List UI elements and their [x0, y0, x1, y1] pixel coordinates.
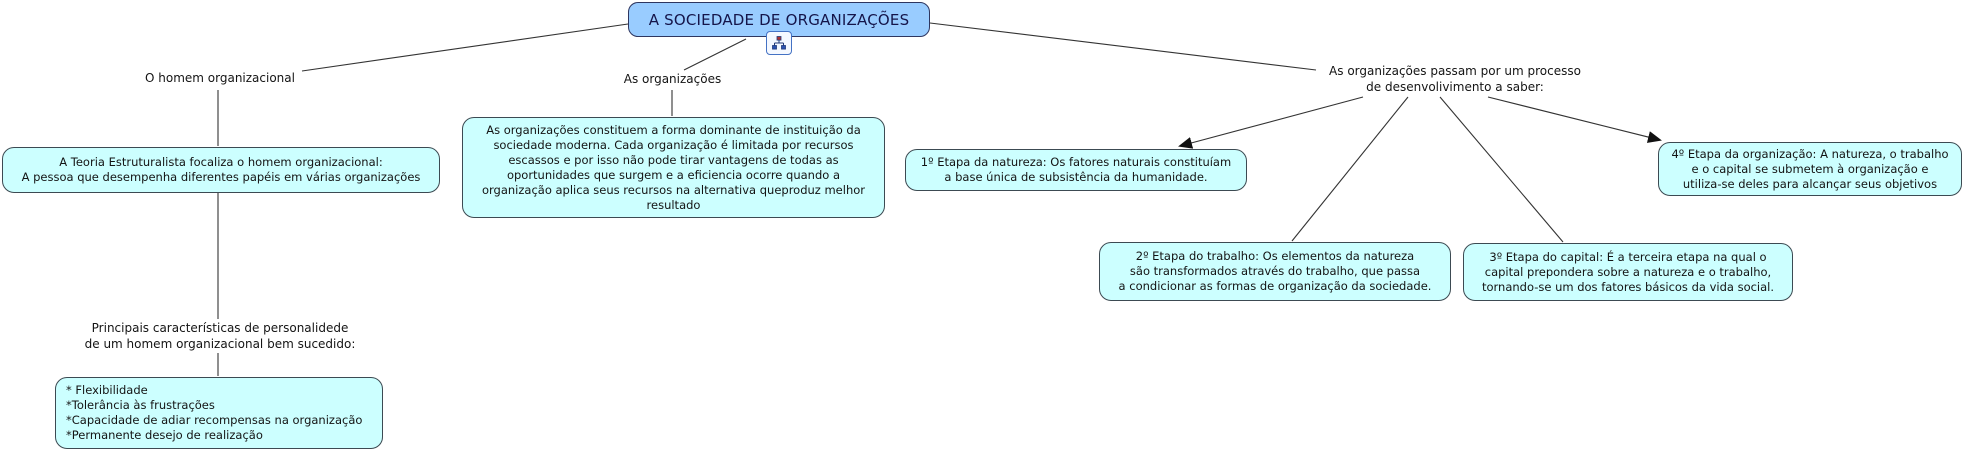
linking-phrase-processo-desenvolvimento[interactable]: As organizações passam por um processo d… — [1329, 64, 1581, 94]
node-caracteristicas-lista[interactable]: * Flexibilidade *Tolerância às frustraçõ… — [55, 377, 383, 449]
node-teoria-estruturalista[interactable]: A Teoria Estruturalista focaliza o homem… — [2, 147, 440, 193]
connector-process-to-stage3 — [1439, 96, 1564, 243]
org-chart-glyph — [772, 36, 786, 50]
org-chart-icon[interactable] — [766, 31, 792, 55]
connector-title-to-left — [301, 23, 629, 72]
node-etapa-natureza[interactable]: 1º Etapa da natureza: Os fatores naturai… — [905, 149, 1247, 191]
node-etapa-organizacao[interactable]: 4º Etapa da organização: A natureza, o t… — [1658, 142, 1962, 196]
node-organizacoes-descricao[interactable]: As organizações constituem a forma domin… — [462, 117, 885, 218]
node-etapa-capital[interactable]: 3º Etapa do capital: É a terceira etapa … — [1463, 243, 1793, 301]
connector-process-to-stage1 — [1178, 96, 1364, 149]
linking-phrase-as-organizacoes[interactable]: As organizações — [623, 72, 722, 86]
linking-phrase-principais-caracteristicas[interactable]: Principais características de personalid… — [84, 321, 356, 351]
connector-title-to-right — [929, 22, 1317, 71]
root-concept-label: A SOCIEDADE DE ORGANIZAÇÕES — [648, 10, 910, 29]
connector-process-to-stage4 — [1487, 96, 1662, 143]
connector-title-to-middle — [683, 38, 747, 71]
connector-process-to-stage2 — [1291, 96, 1409, 242]
node-etapa-trabalho[interactable]: 2º Etapa do trabalho: Os elementos da na… — [1099, 242, 1451, 301]
linking-phrase-homem-organizacional[interactable]: O homem organizacional — [145, 71, 295, 85]
